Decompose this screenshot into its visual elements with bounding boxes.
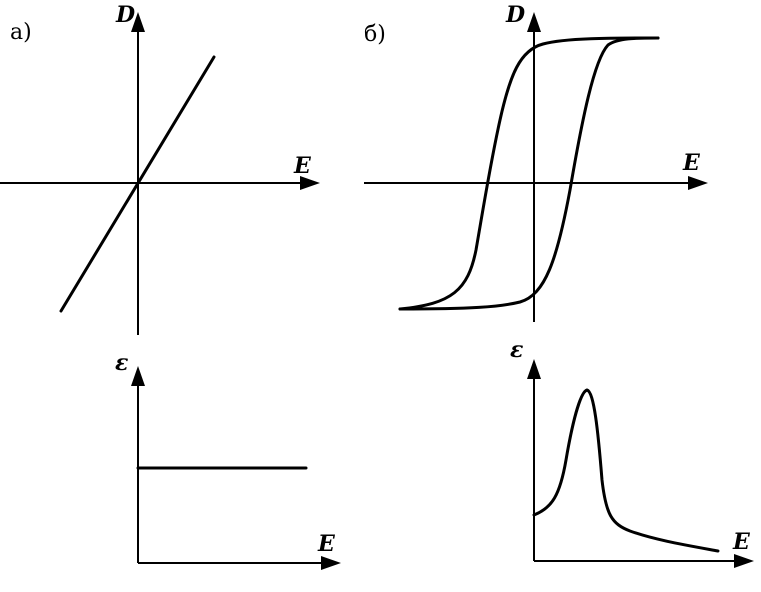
panel-b-lower-x-arrow — [734, 554, 754, 568]
panel-a-upper-y-arrow — [131, 12, 145, 32]
panel-a-upper-plot: D E — [0, 2, 320, 335]
hysteresis-loop-left-branch — [398, 36, 660, 311]
panel-b-upper-x-arrow — [688, 176, 708, 190]
panel-a-upper-x-arrow — [300, 176, 320, 190]
panel-b-lower-y-label: ε — [510, 337, 523, 363]
panel-b-upper-y-arrow — [527, 12, 541, 32]
panel-b-lower-x-label: E — [732, 529, 751, 555]
panel-b-upper-y-label: D — [505, 2, 525, 28]
linear-dielectric-line — [59, 55, 216, 313]
panel-label-a: а) — [10, 20, 32, 45]
panel-a-upper-y-label: D — [115, 2, 135, 28]
panel-a-lower-x-arrow — [321, 556, 341, 570]
panel-a-lower-y-arrow — [131, 366, 145, 386]
panel-b-lower-plot: ε E — [510, 337, 754, 568]
panel-b-lower-y-arrow — [527, 359, 541, 379]
panel-a-lower-x-label: E — [317, 531, 336, 557]
permittivity-peak-curve — [532, 388, 720, 553]
panel-b-upper-x-label: E — [682, 150, 701, 176]
panel-a-lower-y-label: ε — [115, 350, 128, 376]
panel-label-b: б) — [364, 22, 386, 47]
panel-b-upper-plot: D E — [364, 2, 708, 322]
panel-a-upper-x-label: E — [293, 153, 312, 179]
panel-a-lower-plot: ε E — [115, 350, 341, 570]
hysteresis-loop-right-branch — [398, 36, 660, 311]
